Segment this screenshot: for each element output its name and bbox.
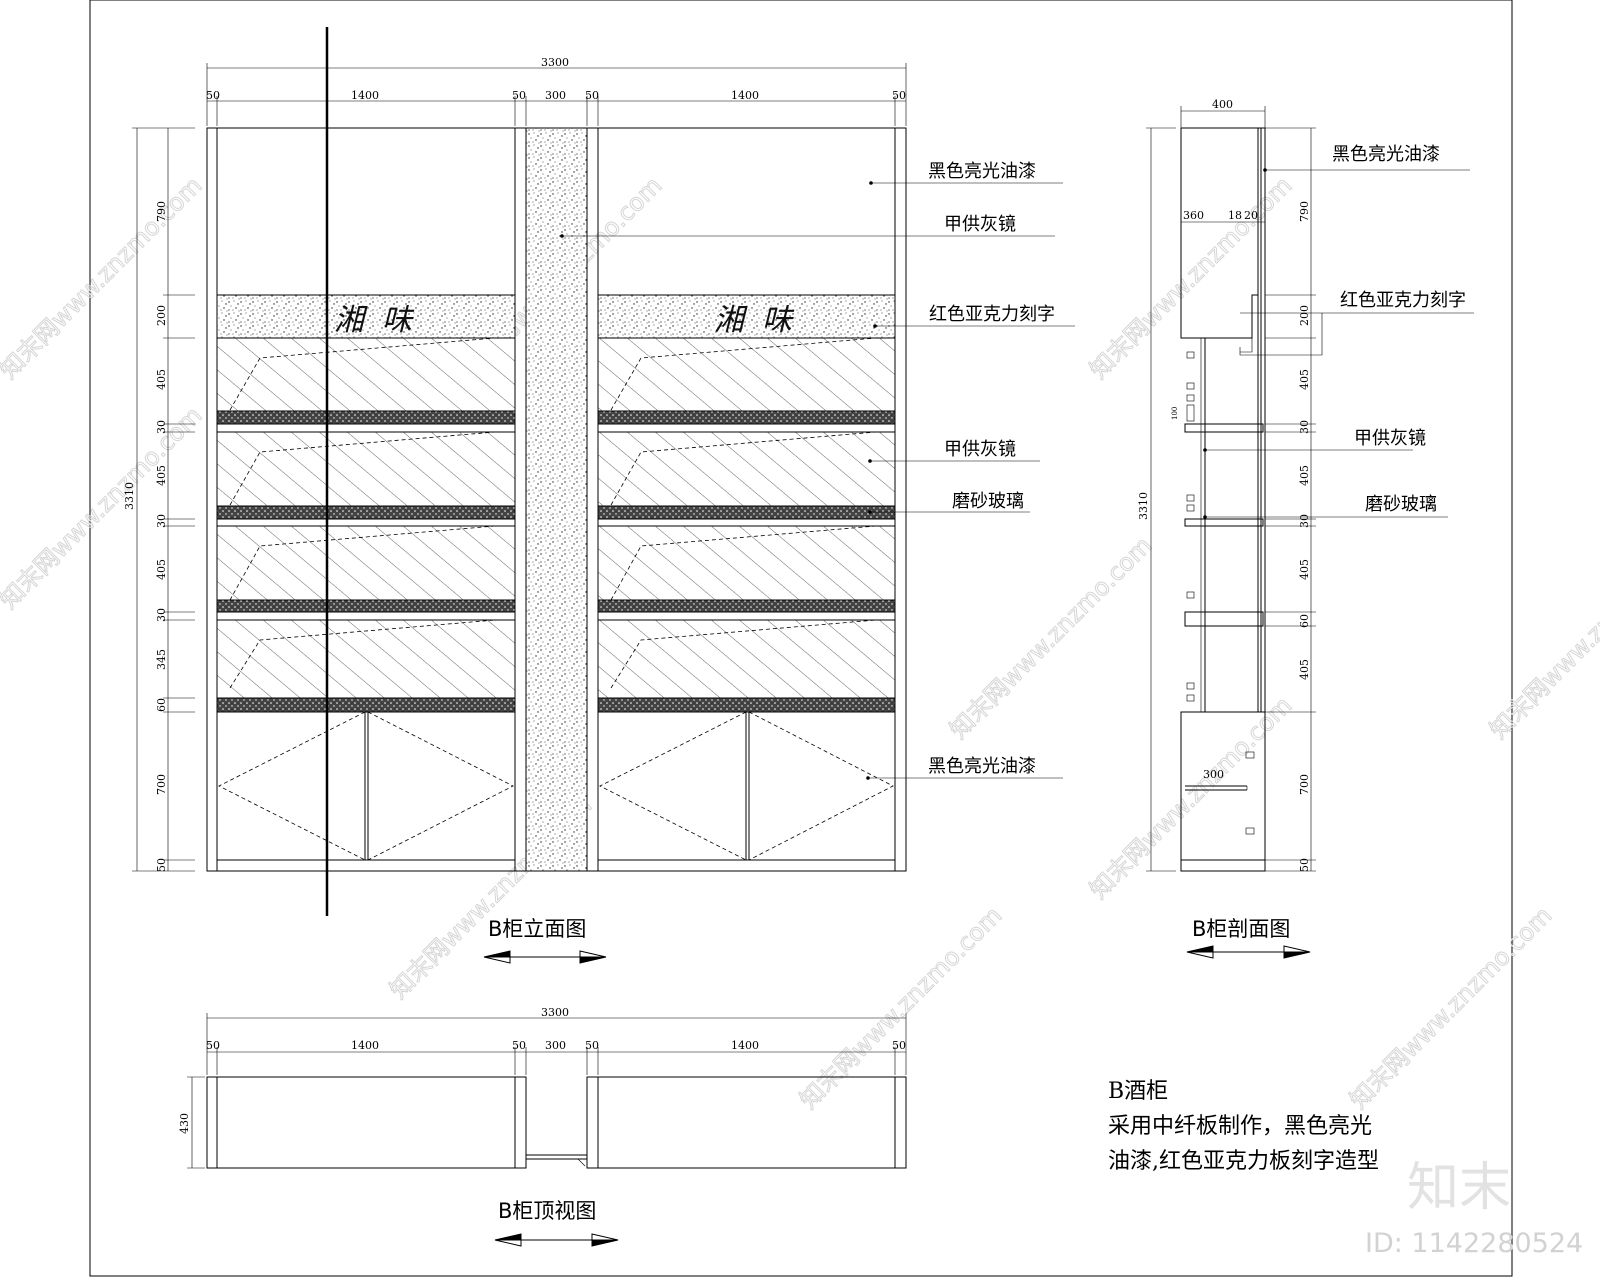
- elev-dim-height: 3310: [123, 482, 136, 510]
- elev-dim-h9: 345: [155, 649, 168, 670]
- plan-dim-p3: 50: [512, 1039, 526, 1052]
- elev-dim-h7: 405: [155, 559, 168, 580]
- elev-dim-h12: 50: [155, 858, 168, 872]
- sect-callout-1: 黑色亮光油漆: [1332, 144, 1440, 165]
- sect-inner-dim-3: 20: [1244, 209, 1258, 222]
- plan-dim-p1: 50: [206, 1039, 220, 1052]
- plan-dim-p4: 300: [545, 1039, 566, 1052]
- sect-dim-height: 3310: [1137, 492, 1150, 520]
- elev-dim-h4: 30: [155, 420, 168, 434]
- elev-callout-1: 黑色亮光油漆: [928, 161, 1036, 182]
- elev-dim-h6: 30: [155, 514, 168, 528]
- sect-dim-r5: 405: [1298, 465, 1311, 486]
- elev-dim-h1: 790: [155, 201, 168, 222]
- elevation-title: B柜立面图: [488, 917, 586, 941]
- plan-dim-p5: 50: [585, 1039, 599, 1052]
- elev-dim-p6: 1400: [731, 89, 759, 102]
- elev-dim-h2: 200: [155, 305, 168, 326]
- plan-dim-p7: 50: [892, 1039, 906, 1052]
- sect-dim-r4: 30: [1298, 420, 1311, 434]
- note-line-1: B酒柜: [1108, 1079, 1168, 1104]
- sect-callout-4: 磨砂玻璃: [1365, 494, 1437, 515]
- elev-dim-p1: 50: [206, 89, 220, 102]
- lower-doors: [218, 711, 894, 861]
- sect-inner-dim-1: 360: [1183, 209, 1204, 222]
- plan-dim-total: 3300: [541, 1006, 569, 1019]
- elev-dim-p3: 50: [512, 89, 526, 102]
- sect-small-dim-2: 300: [1203, 768, 1224, 781]
- watermark-1: 知末网www.znzmo.com: [0, 171, 207, 384]
- sect-dim-r11: 50: [1298, 858, 1311, 872]
- elev-callout-3: 红色亚克力刻字: [929, 304, 1055, 325]
- sect-dim-top: 400: [1212, 98, 1233, 111]
- elevation-view: 3300 50 1400 50 300 50 1400 50 3310: [123, 27, 1075, 964]
- sect-dim-r2: 200: [1298, 305, 1311, 326]
- section-title: B柜剖面图: [1192, 917, 1290, 941]
- elev-dim-h10: 60: [155, 698, 168, 712]
- sect-dim-r6: 30: [1298, 514, 1311, 528]
- elev-dim-h3: 405: [155, 369, 168, 390]
- watermark-4: 知末网www.znzmo.com: [944, 531, 1157, 744]
- brand-id: ID: 1142280524: [1365, 1228, 1583, 1259]
- elev-callout-4: 甲供灰镜: [944, 439, 1016, 460]
- plan-view: 3300 50 1400 50 300 50 1400 50 430 B柜顶视图: [178, 1006, 907, 1247]
- elevation-title-arrow: [483, 950, 607, 964]
- elev-callout-5: 磨砂玻璃: [952, 491, 1024, 512]
- sheet-frame: [89, 0, 1513, 1277]
- watermark-8: 知末网www.znzmo.com: [1344, 901, 1557, 1114]
- sect-small-dim-1: 100: [1171, 407, 1179, 420]
- right-engraved-text: 湘味: [714, 303, 810, 338]
- elev-dim-p2: 1400: [351, 89, 379, 102]
- watermark-2: 知末网www.znzmo.com: [0, 401, 207, 614]
- section-title-arrow: [1186, 945, 1311, 959]
- sect-dim-r1: 790: [1298, 201, 1311, 222]
- sect-dim-r9: 405: [1298, 659, 1311, 680]
- watermark-7: 知末网www.znzmo.com: [794, 901, 1007, 1114]
- center-mirror-column: [525, 127, 588, 872]
- left-acrylic-band: [216, 294, 516, 339]
- elev-dim-h8: 30: [155, 608, 168, 622]
- elev-dim-p5: 50: [585, 89, 599, 102]
- watermark-6: 知末网www.znzmo.com: [1084, 691, 1297, 904]
- sect-callout-2: 红色亚克力刻字: [1340, 290, 1466, 311]
- sect-callout-3: 甲供灰镜: [1354, 428, 1426, 449]
- left-mirror-bays: [216, 337, 516, 699]
- brand-logo: 知末: [1407, 1158, 1511, 1218]
- elev-callout-2: 甲供灰镜: [944, 214, 1016, 235]
- sect-dim-r8: 60: [1298, 614, 1311, 628]
- plan-dim-p2: 1400: [351, 1039, 379, 1052]
- watermark-9: 知末网www.znzmo.com: [1484, 531, 1600, 744]
- sect-dim-r7: 405: [1298, 559, 1311, 580]
- plan-title-arrow: [494, 1233, 619, 1247]
- right-mirror-bays: [597, 337, 896, 699]
- frosted-shelves: [216, 410, 896, 713]
- note-line-3: 油漆,红色亚克力板刻字造型: [1108, 1149, 1379, 1174]
- right-acrylic-band: [597, 294, 896, 339]
- plan-title: B柜顶视图: [498, 1199, 596, 1223]
- elev-dim-p7: 50: [892, 89, 906, 102]
- left-engraved-text: 湘味: [334, 303, 430, 338]
- sect-dim-r3: 405: [1298, 369, 1311, 390]
- elev-dim-total: 3300: [541, 56, 569, 69]
- note-line-2: 采用中纤板制作，黑色亮光: [1108, 1114, 1372, 1139]
- elev-callout-6: 黑色亮光油漆: [928, 756, 1036, 777]
- sect-inner-dim-2: 18: [1228, 209, 1242, 222]
- sect-dim-r10: 700: [1298, 774, 1311, 795]
- plan-dim-depth: 430: [178, 1113, 191, 1134]
- design-note: B酒柜 采用中纤板制作，黑色亮光 油漆,红色亚克力板刻字造型: [1108, 1079, 1379, 1174]
- elev-dim-h11: 700: [155, 774, 168, 795]
- elev-dim-p4: 300: [545, 89, 566, 102]
- plan-dim-p6: 1400: [731, 1039, 759, 1052]
- section-view: 400 3310 790 200 405 30 405 30 405 60 4: [1137, 98, 1474, 959]
- elev-dim-h5: 405: [155, 465, 168, 486]
